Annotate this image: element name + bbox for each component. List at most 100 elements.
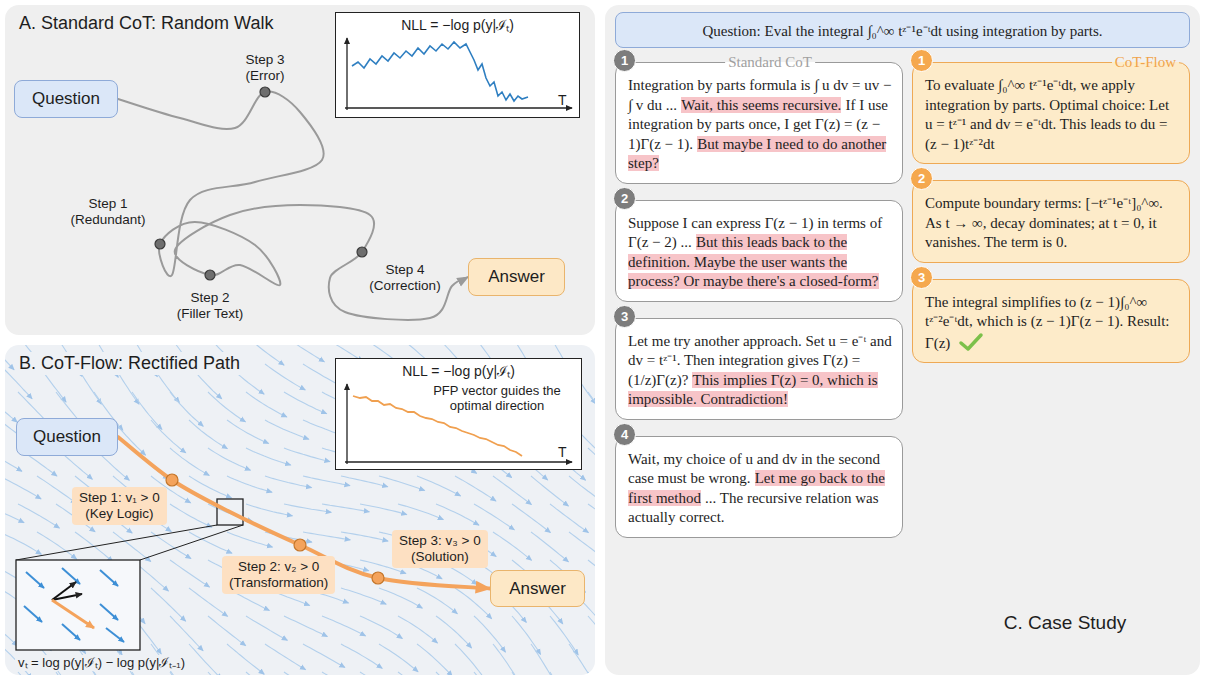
streamline	[208, 448, 251, 470]
step-dot	[294, 539, 306, 551]
streamline	[170, 448, 209, 475]
box-text: Answer	[509, 579, 566, 599]
streamline	[284, 345, 324, 362]
streamline	[113, 532, 151, 562]
streamline	[189, 420, 227, 449]
streamline	[588, 448, 595, 478]
reasoning-path	[118, 92, 468, 320]
streamline	[227, 644, 264, 674]
streamline	[265, 476, 312, 488]
streamline	[5, 476, 41, 499]
zoom-vector	[52, 600, 94, 628]
streamline	[417, 588, 457, 614]
step-tag: Step 3: v₃ > 0(Solution)	[392, 530, 488, 568]
panel-fill	[5, 5, 595, 335]
streamline	[189, 476, 232, 498]
callout-number: 2	[910, 167, 933, 190]
reasoning-path	[118, 437, 490, 589]
streamline	[284, 616, 327, 637]
streamline	[227, 532, 273, 547]
chart-axis	[345, 461, 572, 462]
chart-text: NLL = −log p(y|ℐₜ)	[336, 362, 581, 380]
chart-text: T	[558, 443, 567, 461]
box-text: Question	[32, 89, 100, 109]
streamline	[284, 392, 327, 414]
streamline	[246, 392, 287, 417]
chart-fill	[335, 358, 582, 470]
streamline	[170, 560, 210, 587]
callout-number: 4	[613, 423, 636, 446]
streamline	[417, 476, 461, 496]
annotation: Step 4 (Correction)	[363, 262, 447, 293]
panel-fill	[605, 5, 1200, 675]
flow-field	[5, 345, 595, 675]
box-text: Answer	[488, 267, 545, 287]
step-paragraph: Let me try another approach. Set u = e⁻ᵗ…	[628, 332, 892, 410]
streamline	[284, 672, 324, 675]
zoom-leader	[16, 525, 217, 560]
streamline	[227, 420, 269, 444]
streamline	[493, 532, 532, 560]
step-text: Compute boundary terms: [−tᶻ⁻¹e⁻ᵗ]₀^∞. A…	[925, 195, 1163, 250]
zoom-box	[16, 560, 140, 650]
streamline	[341, 532, 388, 541]
streamline	[208, 672, 242, 675]
streamline	[436, 504, 479, 525]
streamline	[5, 392, 17, 422]
step-text: Step 3: v₃ > 0	[399, 533, 481, 549]
step-dot	[155, 239, 165, 249]
streamline	[5, 345, 14, 370]
step-dot	[357, 247, 367, 257]
streamline	[512, 504, 551, 533]
streamline	[588, 504, 595, 530]
chart-axis	[345, 107, 572, 108]
streamline	[265, 364, 305, 390]
streamline	[303, 532, 350, 540]
streamline	[569, 476, 595, 505]
annotation: Step 3 (Error)	[237, 52, 293, 83]
streamline	[151, 420, 186, 453]
streamline	[189, 532, 232, 553]
streamline	[512, 616, 541, 655]
callout-text: 1	[621, 53, 628, 68]
step-dot	[205, 270, 215, 280]
streamline	[569, 532, 595, 561]
panel-heading: B. CoT-Flow: Rectified Path	[16, 352, 243, 375]
highlighted-text: Wait, this seems recursive.	[681, 97, 841, 113]
streamline	[265, 420, 309, 439]
chart-axis	[346, 384, 347, 464]
streamline	[94, 672, 118, 675]
streamline	[56, 672, 82, 675]
streamline	[132, 392, 162, 429]
step-paragraph: To evaluate ∫₀^∞ tᶻ⁻¹e⁻ᵗdt, we apply int…	[925, 76, 1179, 154]
step-dot	[166, 474, 178, 486]
box-text: Question	[33, 427, 101, 447]
streamline	[170, 392, 203, 426]
step-paragraph: Compute boundary terms: [−tᶻ⁻¹e⁻ᵗ]₀^∞. A…	[925, 194, 1179, 253]
streamline	[474, 504, 514, 530]
annotation: Step 2 (Filler Text)	[170, 290, 250, 321]
callout-text: 4	[621, 427, 628, 442]
streamline	[322, 672, 363, 675]
streamline	[360, 504, 407, 515]
annotation: CoT-Flow	[1112, 53, 1179, 71]
streamline	[531, 532, 569, 562]
callout-number: 1	[613, 49, 636, 72]
step-paragraph: Suppose I can express Γ(z − 1) in terms …	[628, 214, 892, 292]
panel: B. CoT-Flow: Rectified Path NLL = −log p(…	[5, 345, 595, 675]
streamline	[531, 644, 556, 675]
streamline	[550, 616, 578, 655]
inset-chart: NLL = −log p(y|ℐₜ)T	[335, 12, 580, 118]
check-icon	[958, 332, 984, 352]
streamline	[588, 560, 595, 590]
streamline	[588, 616, 595, 653]
streamline	[531, 476, 569, 506]
inset-chart: NLL = −log p(y|ℐₜ)PFP vector guides the …	[335, 358, 582, 470]
streamline	[5, 672, 14, 675]
streamline	[227, 476, 272, 492]
step-text: To evaluate ∫₀^∞ tᶻ⁻¹e⁻ᵗdt, we apply int…	[925, 77, 1169, 152]
streamline	[284, 504, 331, 512]
panel-heading: A. Standard CoT: Random Walk	[16, 12, 276, 35]
streamline	[474, 672, 502, 675]
step-paragraph: Integration by parts formula is ∫ u dv =…	[628, 76, 892, 174]
